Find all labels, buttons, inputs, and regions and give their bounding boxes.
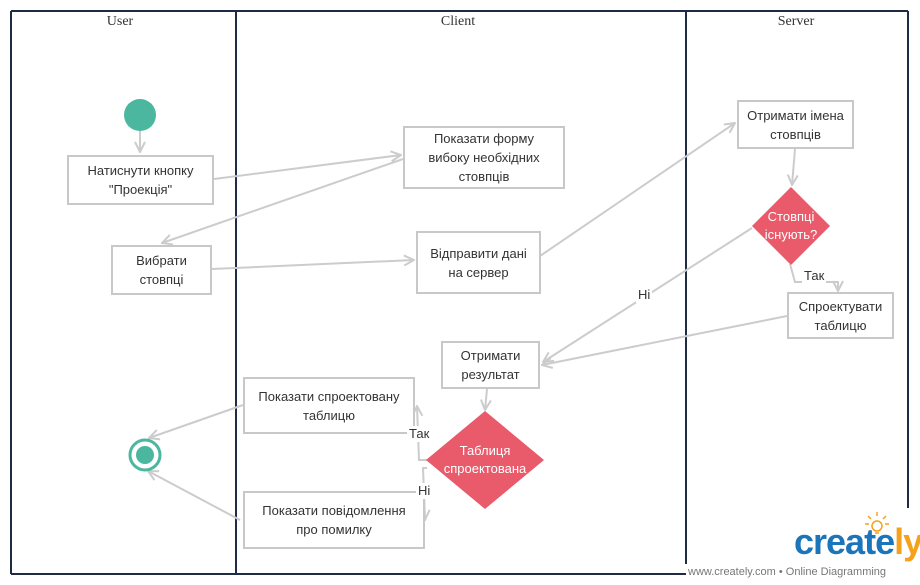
lane-title-client: Client [440, 14, 476, 29]
edge-get-columns-to-decision [792, 148, 795, 185]
activity-get-column-names: Отримати імена стовпців [737, 100, 854, 149]
decision-table-projected [426, 411, 544, 509]
decision-table-projected-label: Таблиця спроектована [443, 443, 527, 476]
activity-choose-columns: Вибрати стовпці [111, 245, 212, 295]
edge-choose-to-send [211, 260, 414, 270]
edge-label-no-columns: Ні [636, 287, 653, 303]
activity-project-table: Спроектувати таблицю [787, 292, 894, 339]
decision-columns-exist-label: Стовпці існують? [764, 209, 818, 242]
edge-show-form-to-choose [162, 158, 404, 243]
swimlanes [10, 10, 909, 575]
edge-label-no-projected: Ні [416, 483, 433, 499]
decision-columns-exist [752, 187, 830, 265]
edge-result-to-decision [485, 388, 487, 410]
edge-label-yes-projected: Так [407, 426, 432, 442]
start-node [124, 99, 156, 131]
activity-press-projection-button: Натиснути кнопку "Проекція" [67, 155, 214, 205]
end-node [128, 438, 162, 472]
edge-project-to-result [542, 315, 788, 365]
edge-send-to-get-columns [539, 123, 735, 257]
creately-logo: creately [794, 521, 920, 562]
activity-show-error-message: Показати повідомлення про помилку [243, 491, 425, 549]
creately-footer-text: www.creately.com • Online Diagramming [688, 566, 887, 578]
edge-decision-yes-to-show-table [417, 406, 427, 461]
activity-send-data-to-server: Відправити дані на сервер [416, 231, 541, 294]
activity-show-projected-table: Показати спроектовану таблицю [243, 377, 415, 434]
edge-show-table-to-end [149, 404, 244, 438]
lightbulb-icon [865, 512, 889, 534]
activity-show-columns-form: Показати форму вибоку необхідних стовпці… [403, 126, 565, 189]
lane-title-user: User [106, 14, 134, 29]
lane-title-server: Server [777, 14, 815, 29]
edge-press-to-show-form [213, 155, 401, 180]
edge-show-error-to-end [148, 471, 241, 521]
edge-label-yes-columns: Так [802, 268, 827, 284]
activity-get-result: Отримати результат [441, 341, 540, 389]
